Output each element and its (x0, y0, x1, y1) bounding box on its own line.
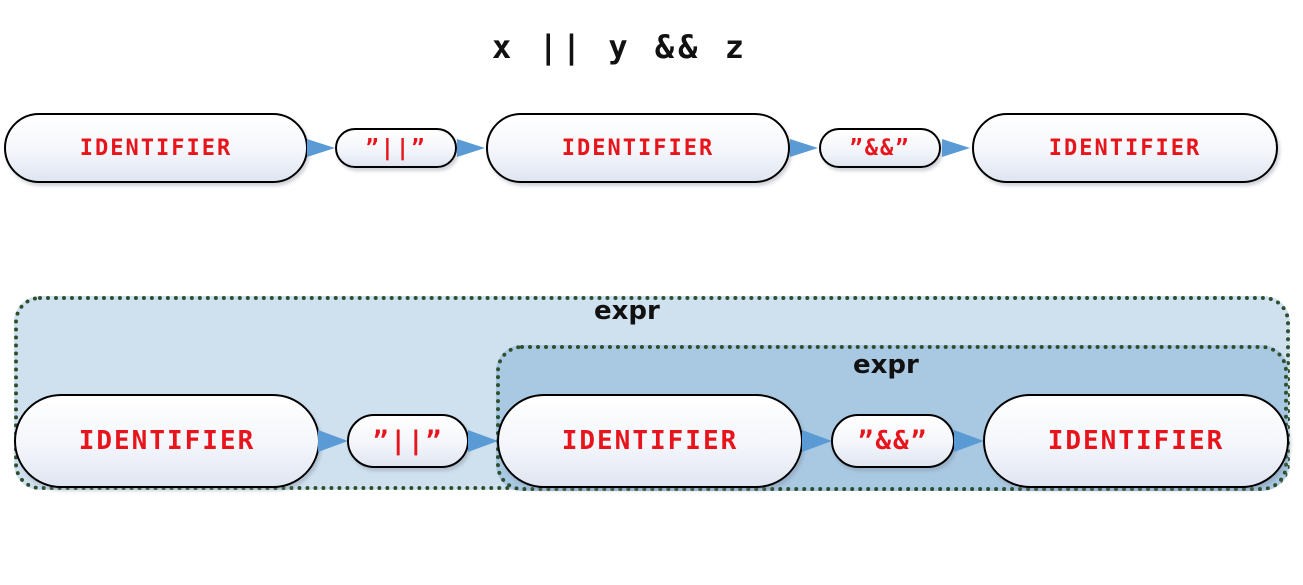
operator-node-or: ”||” (335, 128, 457, 168)
arrow-icon (457, 139, 485, 157)
operator-node-or: ”||” (347, 414, 469, 468)
arrow-icon (790, 139, 818, 157)
inner-expr-label: expr (853, 350, 919, 380)
identifier-node-2: IDENTIFIER (486, 113, 790, 183)
arrow-icon (802, 430, 832, 452)
arrow-icon (468, 430, 498, 452)
arrow-icon (942, 139, 970, 157)
identifier-node-1: IDENTIFIER (14, 394, 320, 488)
arrow-icon (307, 139, 335, 157)
identifier-node-1: IDENTIFIER (4, 113, 308, 183)
outer-expr-label: expr (594, 296, 660, 326)
arrow-icon (318, 430, 348, 452)
identifier-node-3: IDENTIFIER (972, 113, 1278, 183)
arrow-icon (954, 430, 984, 452)
operator-node-and: ”&&” (819, 128, 941, 168)
identifier-node-3: IDENTIFIER (983, 394, 1289, 488)
expression-title: x || y && z (492, 28, 748, 66)
operator-node-and: ”&&” (831, 414, 955, 468)
identifier-node-2: IDENTIFIER (497, 394, 803, 488)
